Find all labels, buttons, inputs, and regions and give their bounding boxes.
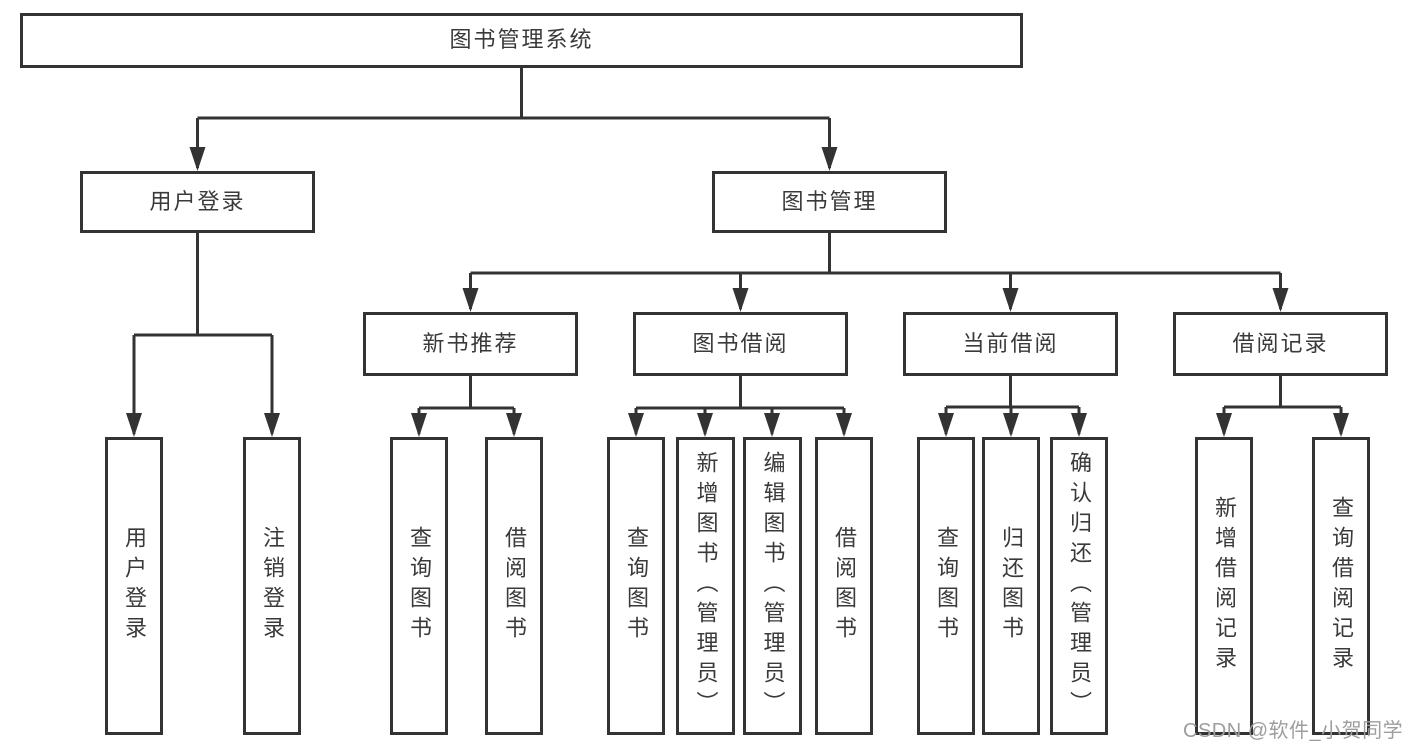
leaf-label: 归还图书 <box>999 526 1024 646</box>
leaf-edit-book-admin: 编辑图书（管理员） <box>743 437 802 735</box>
node-new-book-recommend: 新书推荐 <box>363 312 578 376</box>
leaf-label: 查询图书 <box>407 526 432 646</box>
leaf-return-book: 归还图书 <box>982 437 1040 735</box>
node-label: 新书推荐 <box>422 330 519 356</box>
leaf-borrow-borrow-books: 借阅图书 <box>815 437 873 735</box>
leaf-user-login: 用户登录 <box>105 437 163 735</box>
node-label: 图书借阅 <box>692 330 789 356</box>
connector-trunks <box>134 68 1341 410</box>
node-user-login: 用户登录 <box>80 171 315 233</box>
leaf-query-borrow-record: 查询借阅记录 <box>1312 437 1370 735</box>
leaf-newbooks-query-books: 查询图书 <box>390 437 448 735</box>
node-label: 图书管理系统 <box>449 27 594 53</box>
leaf-label: 注销登录 <box>260 526 285 646</box>
leaf-label: 用户登录 <box>122 526 147 646</box>
leaf-label: 新增借阅记录 <box>1212 496 1237 676</box>
node-book-management: 图书管理 <box>712 171 947 233</box>
leaf-label: 查询图书 <box>934 526 959 646</box>
leaf-logout: 注销登录 <box>243 437 301 735</box>
leaf-add-book-admin: 新增图书（管理员） <box>676 437 735 735</box>
node-label: 用户登录 <box>149 188 246 214</box>
leaf-label: 新增图书（管理员） <box>693 451 719 721</box>
node-library-management-system: 图书管理系统 <box>20 13 1023 68</box>
leaf-borrow-query-books: 查询图书 <box>607 437 665 735</box>
leaf-label: 查询图书 <box>624 526 649 646</box>
leaf-label: 编辑图书（管理员） <box>760 451 786 721</box>
node-borrow-records: 借阅记录 <box>1173 312 1388 376</box>
csdn-watermark: CSDN @软件_小贺同学 <box>1183 720 1404 742</box>
node-label: 当前借阅 <box>962 330 1059 356</box>
leaf-current-query-books: 查询图书 <box>917 437 975 735</box>
node-label: 图书管理 <box>781 188 878 214</box>
leaf-label: 借阅图书 <box>832 526 857 646</box>
leaf-add-borrow-record: 新增借阅记录 <box>1195 437 1253 735</box>
leaf-label: 查询借阅记录 <box>1329 496 1354 676</box>
leaf-label: 借阅图书 <box>502 526 527 646</box>
node-current-borrow: 当前借阅 <box>903 312 1118 376</box>
leaf-confirm-return-admin: 确认归还（管理员） <box>1050 437 1108 735</box>
node-label: 借阅记录 <box>1232 330 1329 356</box>
leaf-newbooks-borrow-books: 借阅图书 <box>485 437 543 735</box>
node-book-borrow: 图书借阅 <box>633 312 848 376</box>
leaf-label: 确认归还（管理员） <box>1067 451 1092 721</box>
